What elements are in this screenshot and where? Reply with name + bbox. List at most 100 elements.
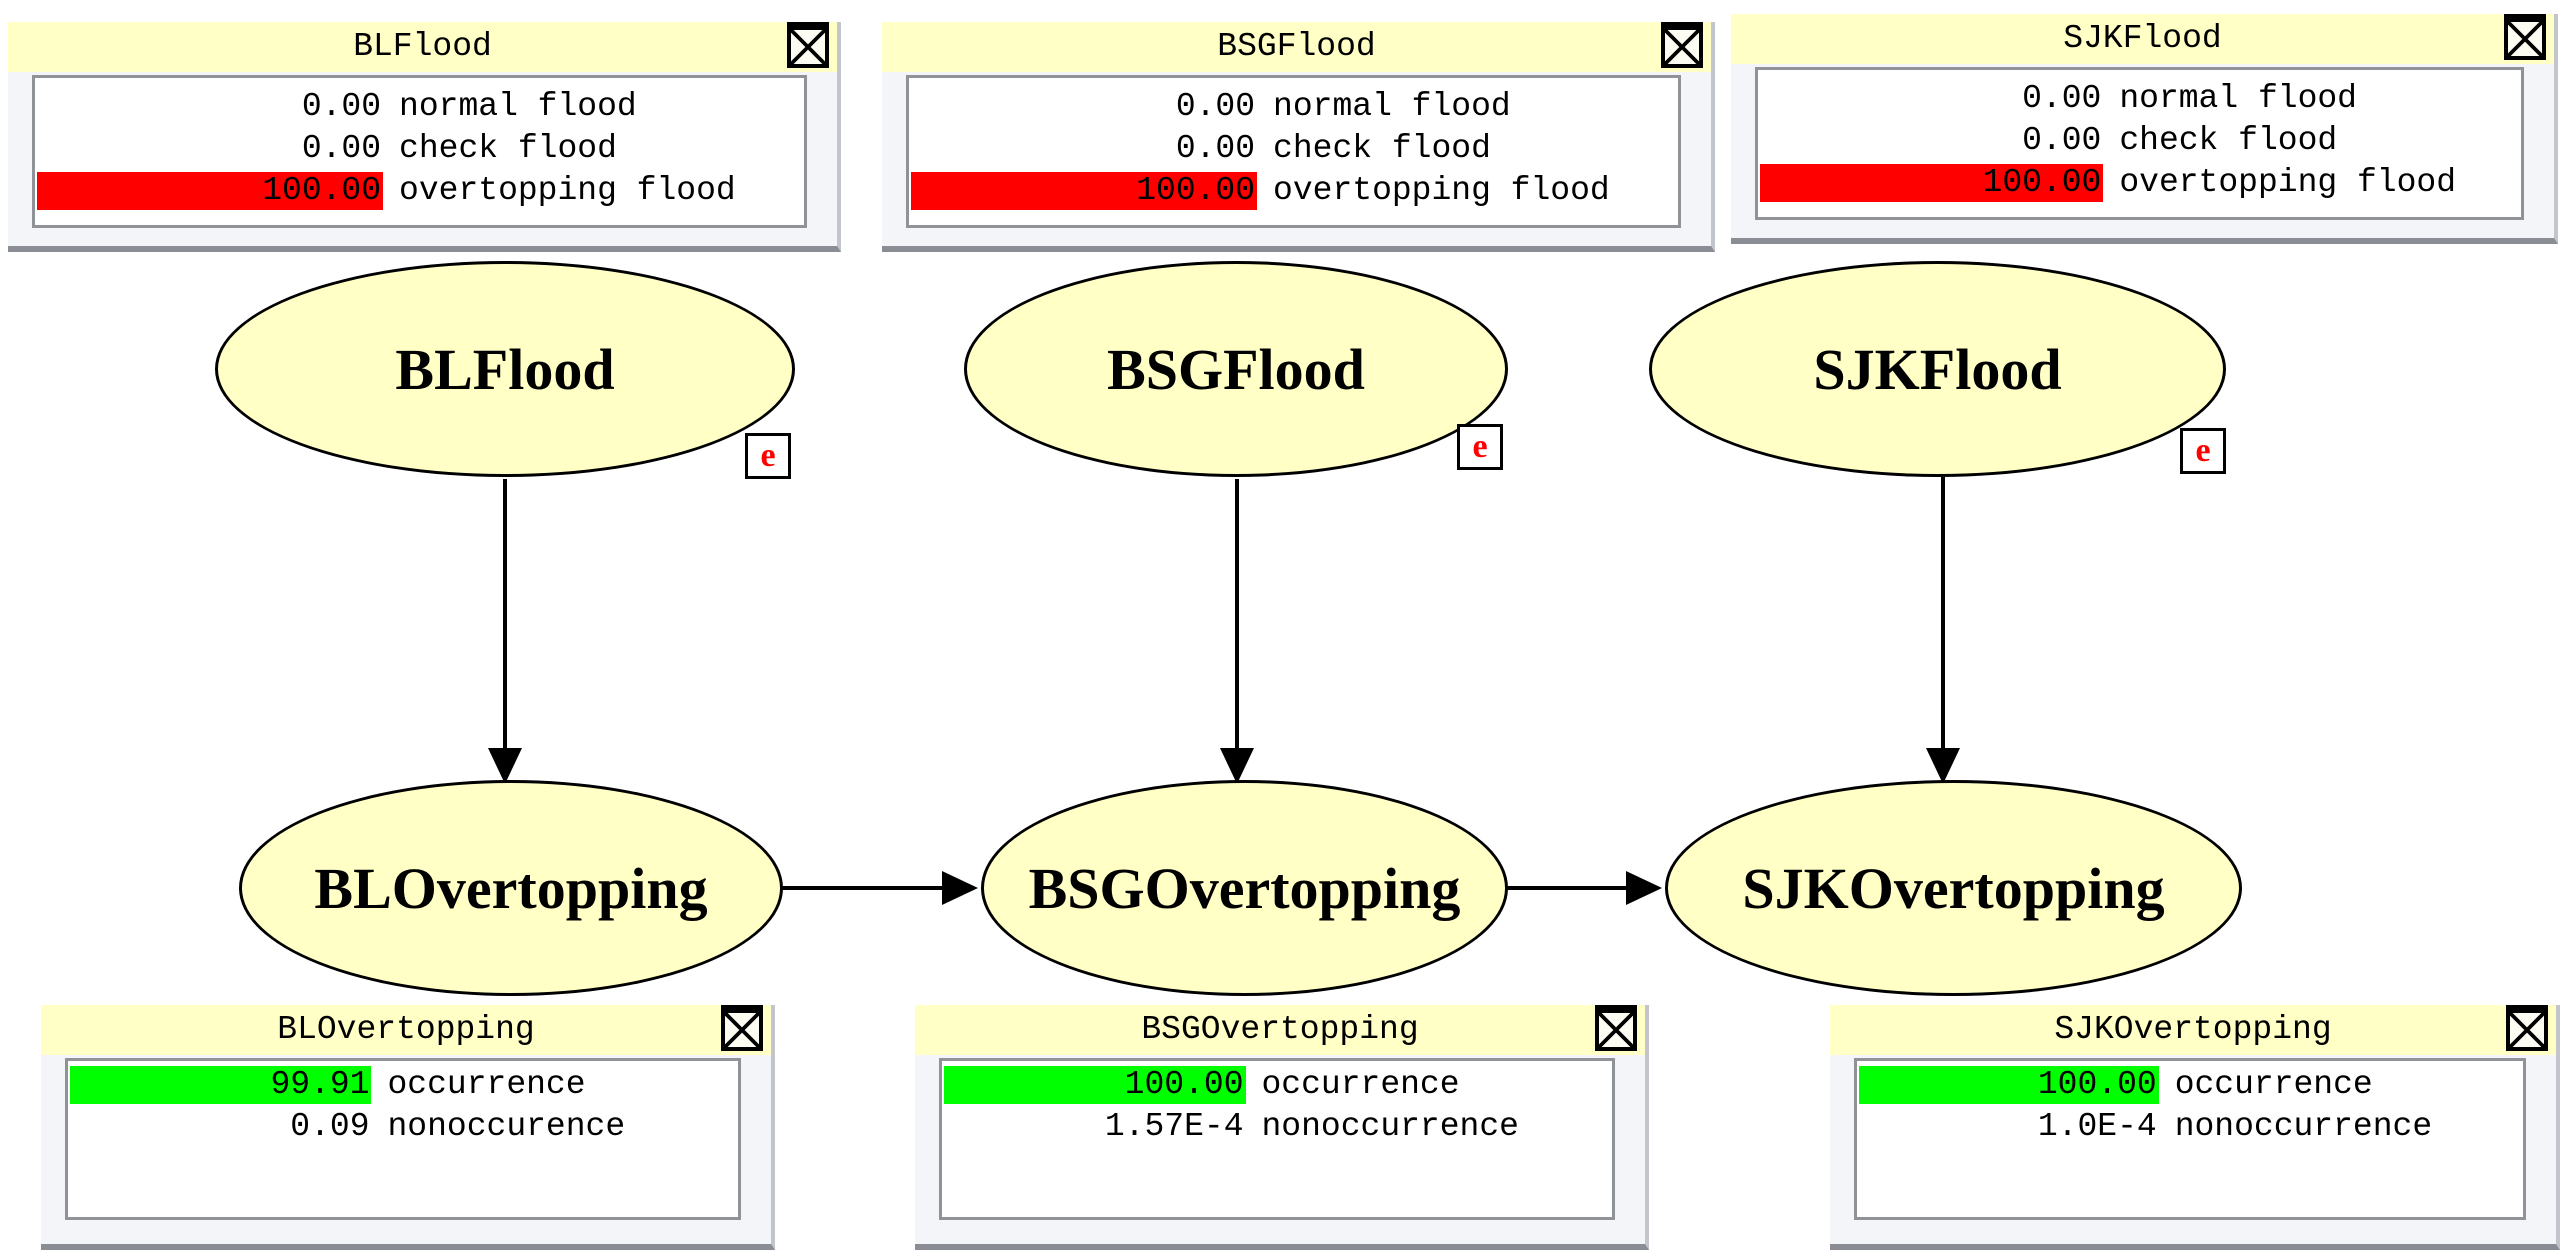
belief-row-occurrence[interactable]: 100.00 occurrence xyxy=(942,1064,1612,1106)
belief-panel: 0.00 normal flood 0.00 check flood 100.0… xyxy=(1755,67,2524,220)
node-sjkovertopping[interactable]: SJKOvertopping xyxy=(1665,780,2242,996)
evidence-badge-bsgflood: e xyxy=(1457,424,1503,470)
belief-row-check-flood[interactable]: 0.00 check flood xyxy=(909,128,1678,170)
belief-panel: 99.91 occurrence 0.09 nonoccurence xyxy=(65,1058,741,1220)
window-title: BLOvertopping xyxy=(277,1011,535,1048)
state-label: check flood xyxy=(2119,122,2338,159)
link-bsgflood-to-bsgovertopping[interactable] xyxy=(1220,479,1254,784)
window-title: SJKFlood xyxy=(2063,20,2222,57)
belief-panel: 100.00 occurrence 1.57E-4 nonoccurrence xyxy=(939,1058,1615,1220)
state-label: nonoccurrence xyxy=(1261,1108,1519,1145)
belief-row-overtopping-flood[interactable]: 100.00 overtopping flood xyxy=(909,170,1678,212)
state-label: overtopping flood xyxy=(399,172,736,209)
belief-value: 100.00 xyxy=(1136,172,1256,209)
state-label: nonoccurence xyxy=(387,1108,626,1145)
state-label: nonoccurrence xyxy=(2174,1108,2433,1145)
close-icon[interactable] xyxy=(721,1005,763,1051)
belief-bar xyxy=(70,1066,372,1104)
close-icon[interactable] xyxy=(2506,1005,2548,1051)
belief-row-nonoccurence[interactable]: 0.09 nonoccurence xyxy=(68,1106,738,1148)
window-titlebar[interactable]: SJKFlood xyxy=(1731,14,2554,64)
belief-value: 0.00 xyxy=(1175,88,1256,125)
node-label: BLOvertopping xyxy=(314,855,708,921)
belief-value: 99.91 xyxy=(270,1066,370,1103)
node-sjkflood[interactable]: SJKFlood xyxy=(1649,261,2226,477)
node-label: BSGOvertopping xyxy=(1028,855,1461,921)
belief-value: 0.00 xyxy=(301,130,382,167)
belief-row-check-flood[interactable]: 0.00 check flood xyxy=(1758,120,2521,162)
belief-bar xyxy=(911,172,1258,210)
belief-row-occurrence[interactable]: 99.91 occurrence xyxy=(68,1064,738,1106)
belief-value: 1.0E-4 xyxy=(2037,1108,2157,1145)
belief-value: 100.00 xyxy=(1124,1066,1244,1103)
window-title: BLFlood xyxy=(353,28,492,65)
state-label: normal flood xyxy=(399,88,637,125)
belief-row-nonoccurrence[interactable]: 1.0E-4 nonoccurrence xyxy=(1857,1106,2523,1148)
state-label: normal flood xyxy=(1273,88,1511,125)
evidence-badge-blflood: e xyxy=(745,433,791,479)
belief-bar xyxy=(1859,1066,2159,1104)
belief-row-normal-flood[interactable]: 0.00 normal flood xyxy=(909,86,1678,128)
close-icon[interactable] xyxy=(787,22,829,68)
evidence-letter: e xyxy=(1472,428,1488,465)
state-label: overtopping flood xyxy=(2119,164,2456,201)
belief-window-blflood[interactable]: BLFlood 0.00 normal flood 0.00 check flo… xyxy=(8,22,841,252)
close-icon[interactable] xyxy=(1661,22,1703,68)
link-sjkflood-to-sjkovertopping[interactable] xyxy=(1926,477,1960,784)
belief-panel: 0.00 normal flood 0.00 check flood 100.0… xyxy=(32,75,807,228)
belief-window-bsgovertopping[interactable]: BSGOvertopping 100.00 occurrence 1.57E-4… xyxy=(915,1005,1649,1250)
state-label: check flood xyxy=(1273,130,1491,167)
window-titlebar[interactable]: BLOvertopping xyxy=(41,1005,771,1055)
window-titlebar[interactable]: BSGOvertopping xyxy=(915,1005,1645,1055)
state-label: occurrence xyxy=(387,1066,586,1103)
window-title: BSGFlood xyxy=(1217,28,1376,65)
belief-row-normal-flood[interactable]: 0.00 normal flood xyxy=(35,86,804,128)
node-bsgflood[interactable]: BSGFlood xyxy=(964,261,1508,477)
node-label: BLFlood xyxy=(395,336,615,402)
node-label: SJKOvertopping xyxy=(1742,855,2165,921)
belief-value: 0.00 xyxy=(2022,122,2102,159)
node-bsgovertopping[interactable]: BSGOvertopping xyxy=(981,780,1508,996)
state-label: occurrence xyxy=(2174,1066,2373,1103)
belief-row-overtopping-flood[interactable]: 100.00 overtopping flood xyxy=(35,170,804,212)
link-blovertopping-to-bsgovertopping[interactable] xyxy=(781,871,978,905)
state-label: overtopping flood xyxy=(1273,172,1610,209)
belief-row-check-flood[interactable]: 0.00 check flood xyxy=(35,128,804,170)
belief-bar xyxy=(1760,164,2104,202)
belief-value: 0.00 xyxy=(1175,130,1256,167)
node-blovertopping[interactable]: BLOvertopping xyxy=(239,780,783,996)
belief-bar xyxy=(944,1066,1246,1104)
window-title: BSGOvertopping xyxy=(1141,1011,1419,1048)
state-label: check flood xyxy=(399,130,617,167)
belief-row-nonoccurrence[interactable]: 1.57E-4 nonoccurrence xyxy=(942,1106,1612,1148)
belief-panel: 100.00 occurrence 1.0E-4 nonoccurrence xyxy=(1854,1058,2526,1220)
node-blflood[interactable]: BLFlood xyxy=(215,261,795,477)
link-bsgovertopping-to-sjkovertopping[interactable] xyxy=(1506,871,1662,905)
belief-value: 100.00 xyxy=(262,172,382,209)
belief-row-occurrence[interactable]: 100.00 occurrence xyxy=(1857,1064,2523,1106)
close-icon[interactable] xyxy=(2504,14,2546,60)
belief-value: 100.00 xyxy=(1982,164,2102,201)
state-label: occurrence xyxy=(1261,1066,1460,1103)
state-label: normal flood xyxy=(2119,80,2357,117)
evidence-letter: e xyxy=(2195,432,2211,469)
belief-row-overtopping-flood[interactable]: 100.00 overtopping flood xyxy=(1758,162,2521,204)
link-blflood-to-blovertopping[interactable] xyxy=(488,479,522,784)
evidence-badge-sjkflood: e xyxy=(2180,428,2226,474)
belief-value: 0.00 xyxy=(301,88,382,125)
window-titlebar[interactable]: SJKOvertopping xyxy=(1830,1005,2556,1055)
belief-value: 100.00 xyxy=(2037,1066,2157,1103)
belief-value: 0.09 xyxy=(290,1108,370,1145)
belief-value: 1.57E-4 xyxy=(1104,1108,1244,1145)
window-titlebar[interactable]: BLFlood xyxy=(8,22,837,72)
belief-window-bsgflood[interactable]: BSGFlood 0.00 normal flood 0.00 check fl… xyxy=(882,22,1715,252)
belief-window-sjkflood[interactable]: SJKFlood 0.00 normal flood 0.00 check fl… xyxy=(1731,14,2558,244)
window-titlebar[interactable]: BSGFlood xyxy=(882,22,1711,72)
belief-window-blovertopping[interactable]: BLOvertopping 99.91 occurrence 0.09 nono… xyxy=(41,1005,775,1250)
close-icon[interactable] xyxy=(1595,1005,1637,1051)
belief-row-normal-flood[interactable]: 0.00 normal flood xyxy=(1758,78,2521,120)
belief-panel: 0.00 normal flood 0.00 check flood 100.0… xyxy=(906,75,1681,228)
belief-window-sjkovertopping[interactable]: SJKOvertopping 100.00 occurrence 1.0E-4 … xyxy=(1830,1005,2560,1250)
